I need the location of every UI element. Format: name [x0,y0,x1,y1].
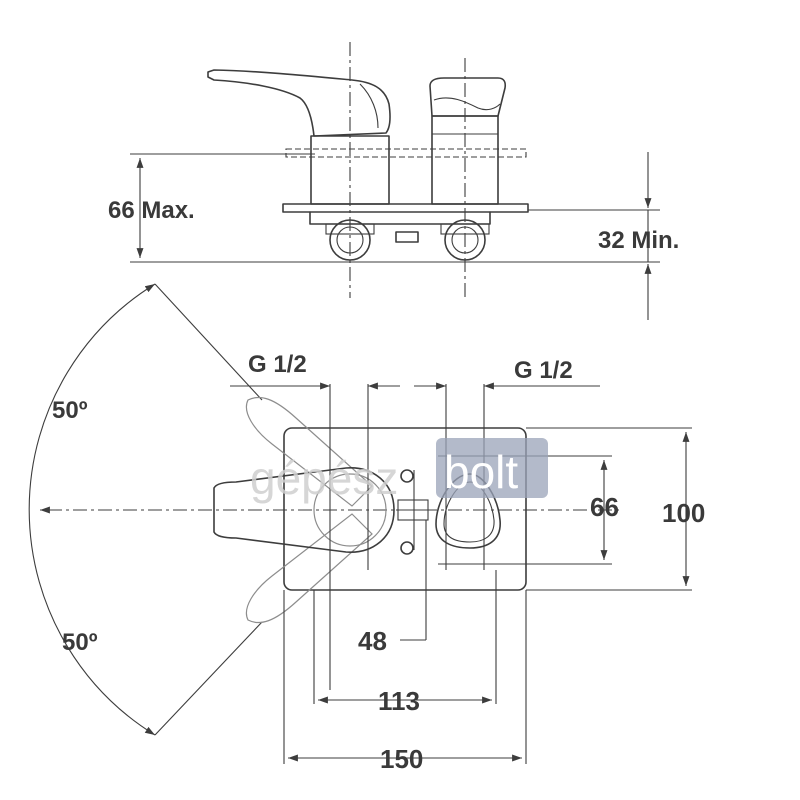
handle-ghost-upper [245,396,373,507]
side-elevation-view: 66 Max. 32 Min. [108,42,679,320]
label-100: 100 [662,498,705,528]
handle-hub [313,473,387,547]
label-48: 48 [358,626,387,656]
union-right [440,223,490,235]
label-32-min: 32 Min. [598,227,679,254]
eccentric-fitting-right-inner [451,226,479,254]
handle-ghost-lower [245,513,373,624]
diverter-knob [435,473,501,549]
lever-handle [207,69,391,137]
connection-slot [395,231,419,243]
connection-bar [309,211,491,225]
screw-bottom-icon [400,541,414,555]
front-view: 50º 50º G 1/2 G 1 [28,283,705,774]
label-66-max: 66 Max. [108,197,195,224]
watermark-text-right: bolt [444,446,518,498]
screw-top-icon [400,469,414,483]
label-150: 150 [380,744,423,774]
mounting-cross [396,469,432,555]
label-angle-upper: 50º [52,397,88,424]
eccentric-fitting-right [444,219,486,261]
label-inlet-left: G 1/2 [248,351,307,378]
watermark-box [436,438,548,498]
mixer-body-left [310,135,390,205]
union-left [325,223,375,235]
arc-radial-upper [154,283,263,401]
lever-handle-front [213,467,395,553]
arc-radial-lower [154,621,263,736]
mounting-plate [282,203,529,213]
diverter-knob-inner [443,481,495,543]
watermark-logo: gépész bolt [250,438,548,504]
watermark-text-left: gépész [250,452,398,504]
diverter-body [431,115,499,205]
label-113: 113 [378,686,420,716]
lever-detail [359,83,379,129]
diverter-cap [429,77,507,117]
label-angle-lower: 50º [62,629,98,656]
eccentric-fitting-left-inner [336,226,364,254]
rosette-outline [285,148,527,158]
rotation-arc [28,283,156,736]
wall-plate [283,427,527,591]
diverter-cap-detail [433,97,501,111]
eccentric-fitting-left [329,219,371,261]
label-inlet-right: G 1/2 [514,357,573,384]
label-66: 66 [590,492,619,522]
